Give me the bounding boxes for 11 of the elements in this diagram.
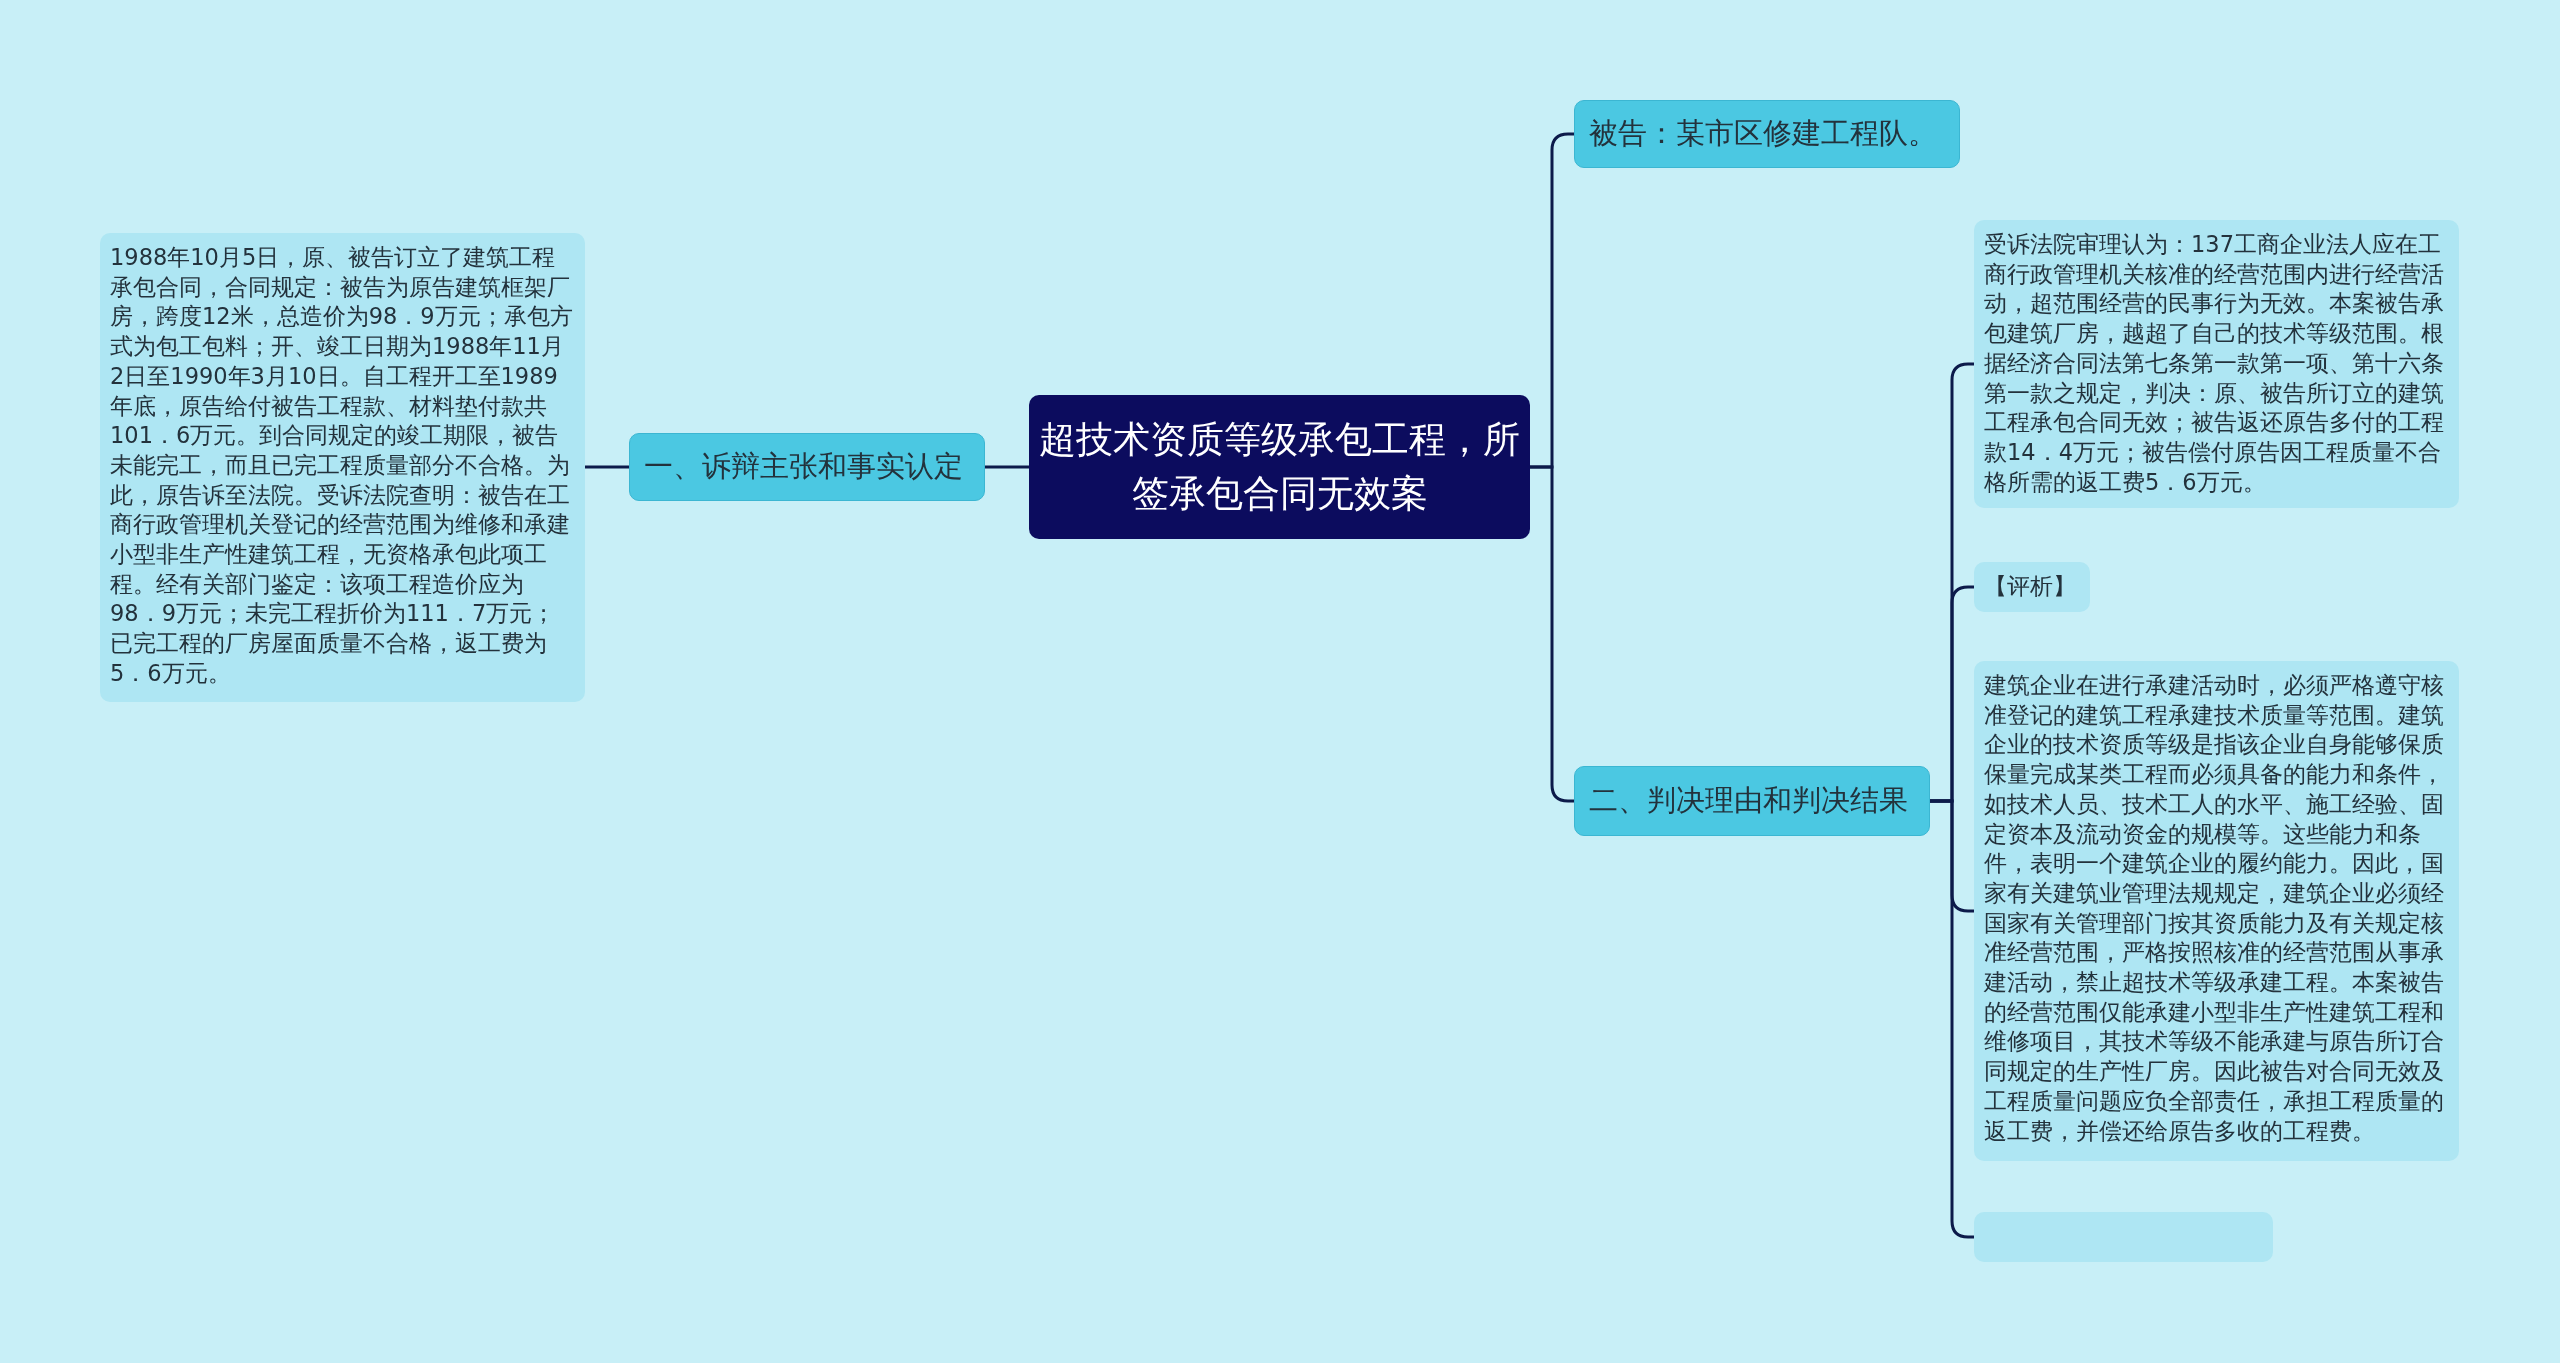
text-box: 【评析】	[1974, 562, 2090, 612]
connector-line	[985, 465, 1029, 469]
topic-box: 二、判决理由和判决结果	[1574, 766, 1930, 836]
topic-box: 被告：某市区修建工程队。	[1574, 100, 1960, 168]
text-box: 1988年10月5日，原、被告订立了建筑工程承包合同，合同规定：被告为原告建筑框架厂房，跨度12米，总造价为98．9万元；承包方式为包工包料；开、竣工日期为1988年11月2日至1990年3月10日。自工程开工至1989年底，原告给付被告工程款、材料垫付款共101．6万元。到合同规定的竣工期限，被告未能完工，而且已完工程质量部分不合格。为此，原告诉至法院。受诉法院查明：被告在工商行政管理机关登记的经营范围为维修和承建小型非生产性建筑工程，无资格承包此项工程。经有关部门鉴定：该项工程造价应为98．9万元；未完工程折价为111．7万元；已完工程的厂房屋面质量不合格，返工费为5．6万元。	[100, 233, 585, 702]
root-topic-box: 超技术资质等级承包工程，所签承包合同无效案	[1029, 395, 1530, 539]
empty-box	[1974, 1212, 2273, 1262]
text-box: 受诉法院审理认为：137工商企业法人应在工商行政管理机关核准的经营范围内进行经营活动，超范围经营的民事行为无效。本案被告承包建筑厂房，越超了自己的技术等级范围。根据经济合同法第七条第一款第一项、第十六条第一款之规定，判决：原、被告所订立的建筑工程承包合同无效；被告返还原告多付的工程款14．4万元；被告偿付原告因工程质量不合格所需的返工费5．6万元。	[1974, 220, 2459, 508]
connector-line	[585, 465, 629, 469]
topic-box: 一、诉辩主张和事实认定	[629, 433, 985, 501]
text-box: 建筑企业在进行承建活动时，必须严格遵守核准登记的建筑工程承建技术质量等范围。建筑企业的技术资质等级是指该企业自身能够保质保量完成某类工程而必须具备的能力和条件，如技术人员、技术工人的水平、施工经验、固定资本及流动资金的规模等。这些能力和条件，表明一个建筑企业的履约能力。因此，国家有关建筑业管理法规规定，建筑企业必须经国家有关管理部门按其资质能力及有关规定核准经营范围，严格按照核准的经营范围从事承建活动，禁止超技术等级承建工程。本案被告的经营范围仅能承建小型非生产性建筑工程和维修项目，其技术等级不能承建与原告所订合同规定的生产性厂房。因此被告对合同无效及工程质量问题应负全部责任，承担工程质量的返工费，并偿还给原告多收的工程费。	[1974, 661, 2459, 1161]
